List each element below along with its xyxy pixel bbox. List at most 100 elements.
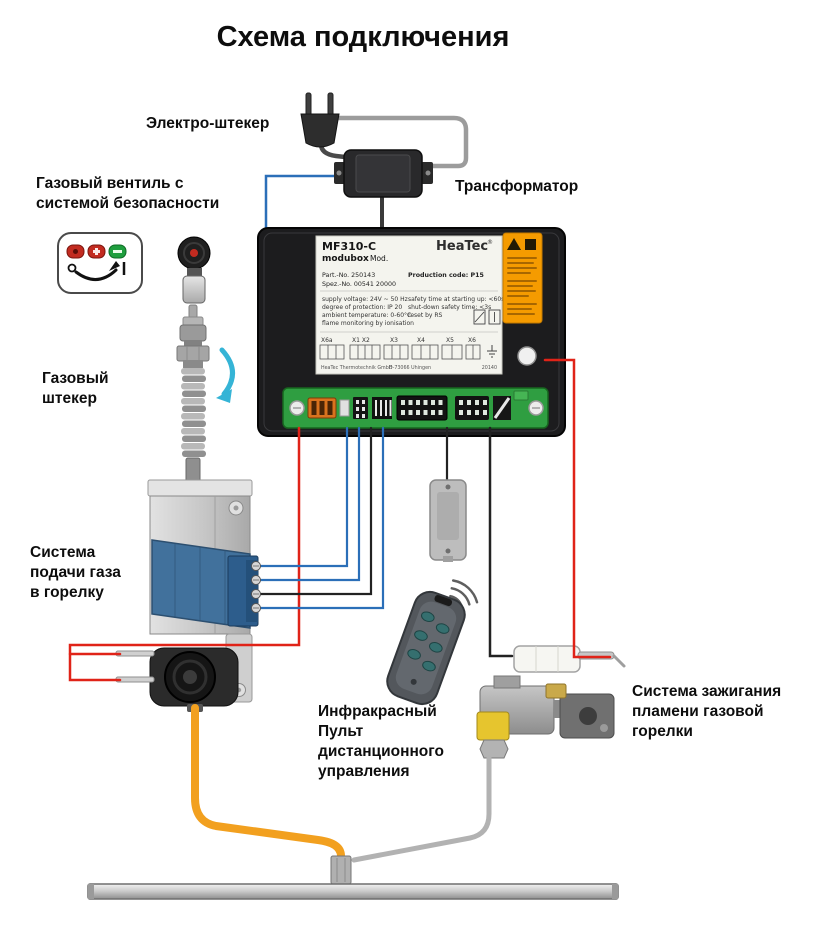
- plug-prong: [327, 92, 334, 117]
- label-ignition-3: горелки: [632, 723, 693, 740]
- series-text: modubox: [322, 254, 369, 264]
- label-electro-plug: Электро-штекер: [146, 115, 269, 132]
- sensor-hole: [445, 484, 451, 490]
- plug-body: [300, 113, 340, 148]
- spec-right-1: safety time at starting up: <60s: [408, 296, 504, 303]
- label-gas-supply-3: в горелку: [30, 584, 104, 601]
- ir-window: [434, 595, 453, 607]
- terminal-x1x2: X1 X2: [352, 337, 370, 344]
- remote-body-group: [386, 590, 466, 706]
- corrugated-hose: [181, 368, 206, 457]
- plus-icon: [93, 248, 100, 255]
- fuse-icon: [473, 309, 501, 325]
- label-gas-plug-2: штекер: [42, 390, 97, 407]
- label-transformer: Трансформатор: [455, 178, 578, 195]
- label-ignition-1: Система зажигания: [632, 683, 781, 700]
- sticker-text-lines: [507, 257, 537, 315]
- terminal-slot: [319, 401, 325, 415]
- terminal-x3: X3: [390, 337, 398, 344]
- remote-buttons: [407, 611, 450, 672]
- unit-top-plate: [147, 479, 253, 497]
- jumper-mark: [493, 397, 511, 419]
- rail-end-cap: [612, 884, 618, 899]
- valve-neck: [187, 268, 202, 277]
- transformer-hole: [336, 170, 342, 176]
- brand-logo: HeaTec: [436, 239, 488, 254]
- yellow-block: [476, 711, 510, 741]
- warning-triangle-icon: [507, 238, 521, 250]
- label-gas-valve-1: Газовый вентиль с: [36, 175, 184, 192]
- ground-icon: [487, 345, 497, 358]
- panel-body: [57, 232, 143, 294]
- sensor-face: [437, 492, 459, 540]
- minus-icon: [113, 250, 122, 253]
- plug-cord: [335, 115, 469, 169]
- valve-knob-ring: [183, 242, 205, 264]
- terminal-x6: X6: [468, 337, 476, 344]
- terminal-x5: X5: [446, 337, 454, 344]
- spez-no-text: Spez.-No. 00541 20000: [322, 281, 396, 288]
- ground-rail: [87, 855, 619, 900]
- terminal-slot: [311, 401, 317, 415]
- label-remote-1: Инфракрасный: [318, 703, 437, 720]
- terminal-x4: X4: [417, 337, 425, 344]
- plug-ring: [184, 340, 202, 347]
- label-gas-valve-2: системой безопасности: [36, 195, 219, 212]
- production-code-text: Production code: P15: [408, 272, 484, 279]
- valve-top-fitting: [493, 675, 521, 689]
- gas-plug: [176, 304, 235, 483]
- orange-cable: [191, 704, 345, 872]
- black-connector: [353, 397, 368, 419]
- unit-screw-center: [233, 505, 239, 511]
- bracket-screw: [600, 724, 608, 732]
- secondary-connector: [455, 396, 489, 420]
- mini-green-connector: [513, 390, 529, 401]
- footer-center: D-73066 Uhingen: [389, 365, 431, 371]
- terminal-diagram: [319, 344, 481, 360]
- brand-reg-mark: ®: [487, 239, 493, 246]
- rotation-arc-icon: [74, 268, 118, 281]
- warning-sticker-bg: [502, 232, 543, 324]
- gray-cable: [351, 755, 492, 863]
- plug-body: [179, 324, 207, 342]
- reset-button: [517, 346, 537, 366]
- electric-plug-icon: [300, 92, 469, 169]
- button-dot: [73, 249, 78, 254]
- plug-nut: [176, 345, 210, 362]
- valve-body: [182, 275, 206, 304]
- remote-dot: [410, 678, 417, 685]
- wire-red-ignition: [543, 358, 612, 659]
- main-connector-pins: [401, 400, 443, 415]
- coil-ring: [172, 659, 208, 695]
- mod-text: Mod.: [370, 254, 388, 263]
- hex-fitting: [479, 739, 509, 759]
- secondary-connector-pins: [459, 400, 487, 415]
- warning-sticker: [502, 232, 543, 324]
- model-text: MF310-C: [322, 240, 376, 253]
- mini-connector: [339, 399, 350, 417]
- rotation-arrow-icon: [219, 347, 235, 397]
- label-remote-3: дистанционного: [318, 743, 444, 760]
- rail-bar: [87, 883, 619, 900]
- rotation-arrowhead: [216, 389, 232, 403]
- wire-black-mid: [250, 426, 373, 596]
- header-pins: [375, 400, 392, 416]
- remote-control: [386, 579, 479, 706]
- control-unit: MF310-C modubox Mod. HeaTec ® Part.-No. …: [257, 227, 566, 437]
- spec-right-3: reset by RS: [408, 312, 443, 319]
- gas-supply-unit: [115, 479, 259, 712]
- electrode-upper: [115, 650, 155, 657]
- ceramic-insulator: [513, 645, 581, 673]
- spec-right-2: shut-down safety time: <3s: [408, 304, 491, 311]
- footer-left: HeaTec Thermotechnik GmbH: [321, 365, 393, 371]
- electrode-tip: [612, 654, 626, 668]
- arc-arrowhead: [109, 261, 120, 271]
- sensor-notch: [443, 556, 453, 562]
- housing-bevel: [263, 232, 560, 432]
- wire-blue-1: [250, 426, 349, 568]
- band-ribs: [174, 543, 226, 624]
- label-gas-supply-2: подачи газа: [30, 564, 121, 581]
- wire-blue-2: [250, 426, 361, 582]
